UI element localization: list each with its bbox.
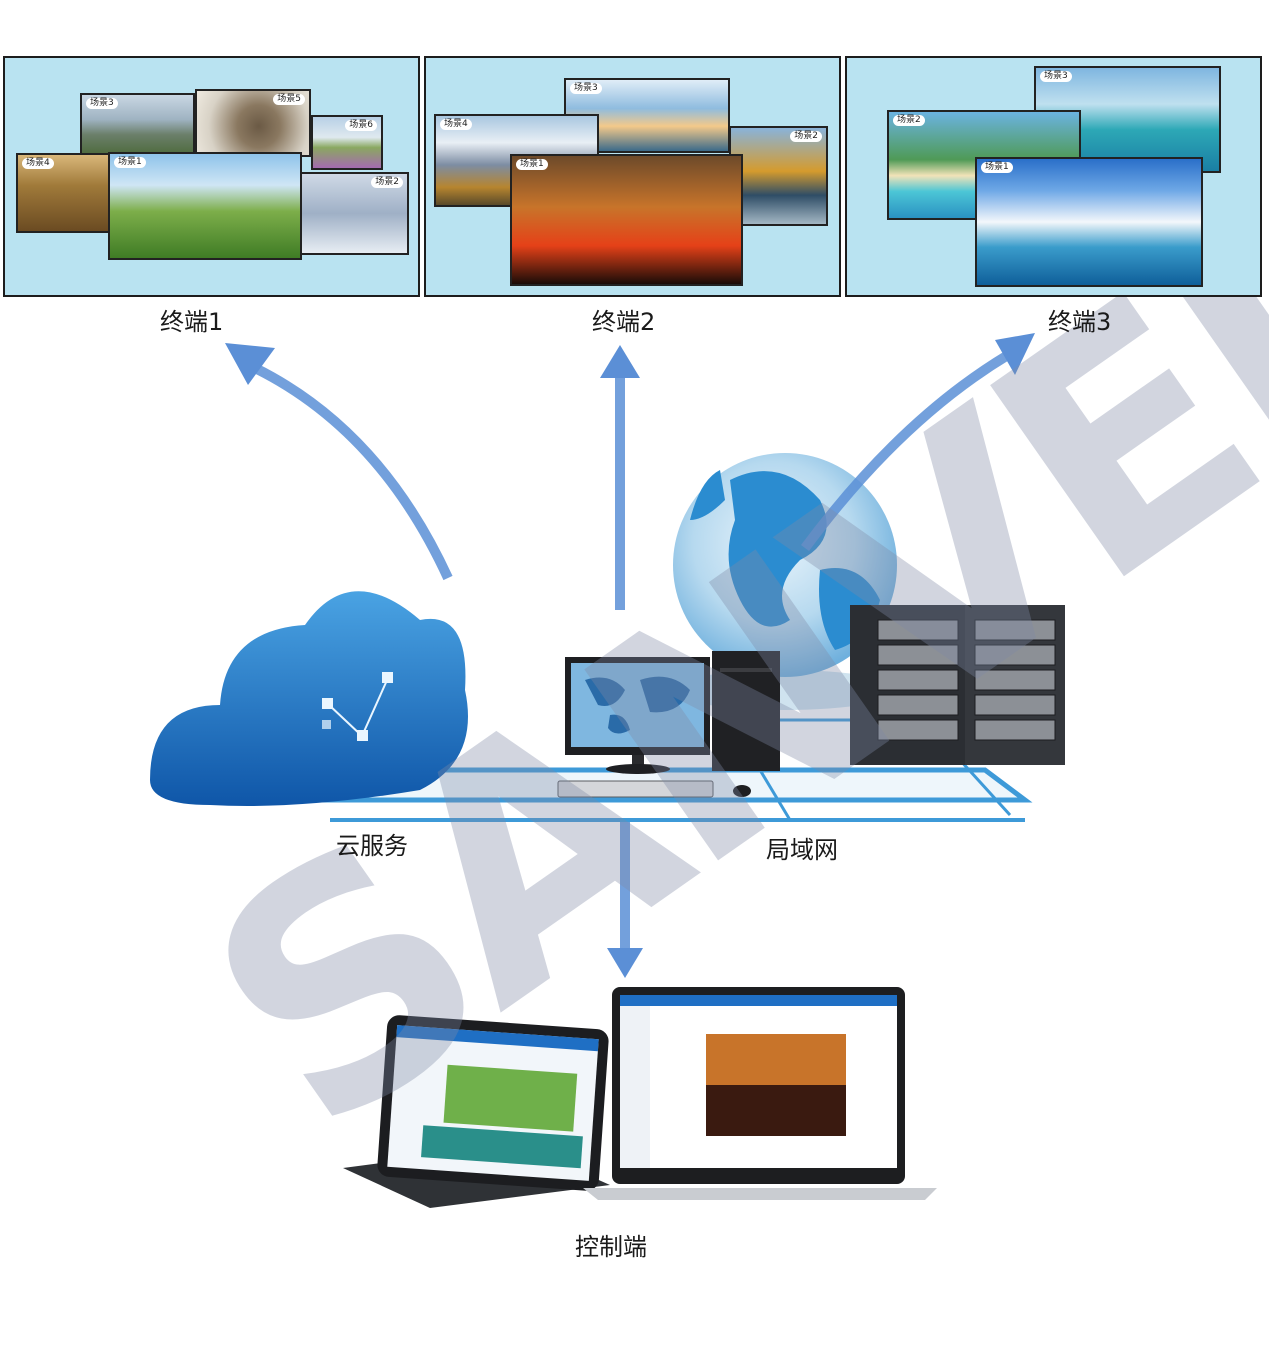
- arrow-to-terminal1: [225, 343, 453, 581]
- arrow-to-terminal3: [800, 333, 1035, 551]
- arrow-to-terminal2: [600, 345, 640, 610]
- scene-thumb[interactable]: 场景4: [16, 153, 116, 233]
- scene-thumb[interactable]: 场景2: [729, 126, 828, 226]
- scene-thumb[interactable]: 场景1: [975, 157, 1203, 287]
- scene-thumb[interactable]: 场景1: [108, 152, 302, 260]
- scene-tag: 场景4: [440, 119, 472, 130]
- scene-thumb[interactable]: 场景3: [80, 93, 195, 158]
- tablet-device-icon: [343, 1015, 610, 1208]
- terminal2-panel: 场景3 场景4 场景2 场景1: [424, 56, 841, 297]
- lan-label: 局域网: [766, 836, 838, 864]
- desktop-computer-icon: [557, 651, 780, 798]
- cloud-service-label: 云服务: [336, 832, 408, 860]
- terminal3-panel: 场景3 场景2 场景1: [845, 56, 1262, 297]
- arrow-to-control: [607, 822, 643, 978]
- server-rack-icon: [850, 605, 1065, 765]
- scene-tag: 场景2: [790, 131, 822, 142]
- scene-thumb[interactable]: 场景2: [300, 172, 409, 255]
- terminal2-label: 终端2: [592, 308, 656, 336]
- scene-tag: 场景3: [86, 98, 118, 109]
- scene-tag: 场景3: [1040, 71, 1072, 82]
- scene-tag: 场景3: [570, 83, 602, 94]
- scene-tag: 场景4: [22, 158, 54, 169]
- scene-thumb[interactable]: 场景1: [510, 154, 743, 286]
- terminal1-label: 终端1: [160, 308, 224, 336]
- scene-tag: 场景1: [981, 162, 1013, 173]
- laptop-device-icon: [583, 987, 937, 1200]
- scene-tag: 场景1: [516, 159, 548, 170]
- terminal1-panel: 场景3 场景5 场景6 场景4 场景2 场景1: [3, 56, 420, 297]
- scene-thumb[interactable]: 场景5: [195, 89, 311, 157]
- scene-tag: 场景2: [371, 177, 403, 188]
- scene-tag: 场景6: [345, 120, 377, 131]
- scene-tag: 场景1: [114, 157, 146, 168]
- terminal3-label: 终端3: [1048, 308, 1112, 336]
- scene-tag: 场景2: [893, 115, 925, 126]
- control-label: 控制端: [575, 1233, 647, 1261]
- cloud-service-icon: [150, 591, 468, 806]
- scene-tag: 场景5: [273, 94, 305, 105]
- scene-thumb[interactable]: 场景6: [311, 115, 383, 170]
